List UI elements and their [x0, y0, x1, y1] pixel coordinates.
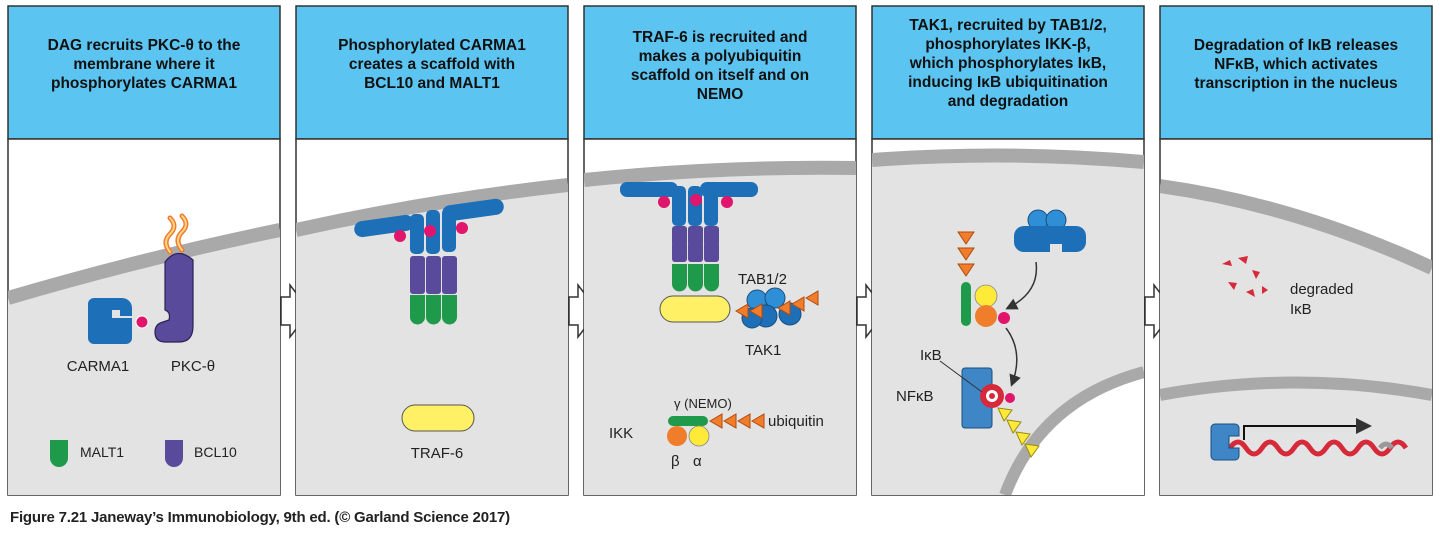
carma1-icon	[88, 298, 132, 344]
ubiquitin-label: ubiquitin	[768, 413, 824, 430]
ubiquitin-chain-nemo	[709, 413, 765, 429]
panel-4-header-line-3: which phosphorylates IκB,	[909, 55, 1106, 72]
panel-3-header-line-2: makes a polyubiquitin	[639, 48, 802, 65]
ikk-label: IKK	[609, 425, 633, 442]
plasma-membrane	[296, 178, 568, 237]
ubiquitin-chain-traf6	[735, 290, 819, 319]
plasma-membrane	[584, 160, 856, 187]
ikk-complex	[961, 282, 1010, 327]
traf6-icon	[401, 404, 475, 432]
panel-3-header-line-4: NEMO	[697, 86, 744, 103]
panel-5-header-line-1: Degradation of IκB releases	[1194, 37, 1398, 54]
nfkb-label: NFκB	[896, 388, 934, 405]
panel-5: Degradation of IκB releases NFκB, which …	[1159, 5, 1433, 496]
bcl10-stack	[672, 226, 719, 262]
nucleus	[1160, 382, 1432, 495]
recruit-arrow	[1005, 261, 1038, 310]
panel-4-header-line-4: inducing IκB ubiquitination	[908, 74, 1108, 91]
panel-4-header-line-1: TAK1, recruited by TAB1/2,	[909, 17, 1107, 34]
panel-5-header-box	[1159, 5, 1433, 140]
cytoplasm	[584, 167, 856, 495]
plasma-membrane	[1160, 179, 1432, 275]
phosphate-icon	[135, 315, 149, 329]
ikb-label: IκB	[920, 347, 942, 364]
panel-4: TAK1, recruited by TAB1/2, phosphorylate…	[871, 5, 1145, 496]
bcl10-legend-icon	[165, 440, 183, 467]
panel-4-header-box	[871, 5, 1145, 140]
traf6-label: TRAF-6	[411, 445, 464, 462]
figure-caption: Figure 7.21 Janeway’s Immunobiology, 9th…	[10, 509, 510, 526]
panel-3-header-line-1: TRAF-6 is recruited and	[633, 29, 808, 46]
panel-2: Phosphorylated CARMA1 creates a scaffold…	[295, 5, 569, 496]
cytoplasm	[296, 185, 568, 495]
malt1-stack	[410, 295, 457, 325]
alpha-label: α	[693, 453, 702, 470]
panel-5-header-line-2: NFκB, which activates	[1214, 56, 1378, 73]
pkc-theta-icon	[154, 252, 194, 343]
pkc-label: PKC-θ	[171, 358, 215, 375]
ikb-leader-line	[939, 360, 983, 393]
panel-2-header-line-1: Phosphorylated CARMA1	[338, 37, 526, 54]
traf6-icon	[659, 295, 731, 323]
transcription-arrow	[1243, 418, 1372, 440]
panel-1-header-box	[7, 5, 281, 140]
panel-4-header-line-5: and degradation	[948, 93, 1069, 110]
panel-5-header-line-3: transcription in the nucleus	[1194, 75, 1397, 92]
panel-1: DAG recruits PKC-θ to the membrane where…	[7, 5, 281, 496]
nemo-label: γ (NEMO)	[674, 396, 732, 411]
degraded-label: degraded	[1290, 281, 1353, 298]
tab12-label: TAB1/2	[738, 271, 787, 288]
panel-2-header-box	[295, 5, 569, 140]
ubiquitin-chain-ikb	[997, 407, 1040, 458]
panel-1-header-line-2: membrane where it	[73, 56, 214, 73]
ikk-complex	[667, 416, 710, 447]
tak1-label: TAK1	[745, 342, 781, 359]
panel-1-header-line-1: DAG recruits PKC-θ to the	[48, 37, 241, 54]
nfkb-nuclear-icon	[1210, 423, 1240, 461]
bcl10-legend-label: BCL10	[194, 444, 237, 460]
tab-tak-complex	[1014, 209, 1086, 252]
cytoplasm	[8, 230, 280, 495]
dna-strand	[1227, 439, 1409, 457]
panel-2-header-line-3: BCL10 and MALT1	[364, 75, 500, 92]
beta-label: β	[671, 453, 680, 470]
plasma-membrane	[872, 148, 1144, 169]
degraded-ikb-fragments	[1222, 256, 1268, 297]
plasma-membrane	[8, 223, 280, 305]
phosphorylation-arrow	[1005, 327, 1021, 387]
malt1-legend-icon	[50, 440, 68, 467]
panel-3-header-line-3: scaffold on itself and on	[631, 67, 809, 84]
degraded-ikb-label: IκB	[1290, 301, 1312, 318]
carma1-oligomer	[620, 182, 758, 226]
ubiquitin-chain-vertical	[957, 231, 975, 277]
panel-3-header-box	[583, 5, 857, 140]
nuclear-envelope	[999, 366, 1144, 495]
malt1-legend-label: MALT1	[80, 444, 124, 460]
panel-4-header-line-2: phosphorylates IKK-β,	[925, 36, 1090, 53]
malt1-stack	[672, 264, 719, 292]
panel-3: TRAF-6 is recruited and makes a polyubiq…	[583, 5, 857, 496]
nuclear-envelope	[1160, 376, 1432, 401]
nucleus	[1005, 372, 1144, 495]
carma1-oligomer	[354, 198, 504, 254]
panel-2-header-line-2: creates a scaffold with	[349, 56, 515, 73]
bcl10-stack	[410, 256, 457, 294]
carma1-label: CARMA1	[67, 358, 130, 375]
panel-1-header-line-3: phosphorylates CARMA1	[51, 75, 237, 92]
